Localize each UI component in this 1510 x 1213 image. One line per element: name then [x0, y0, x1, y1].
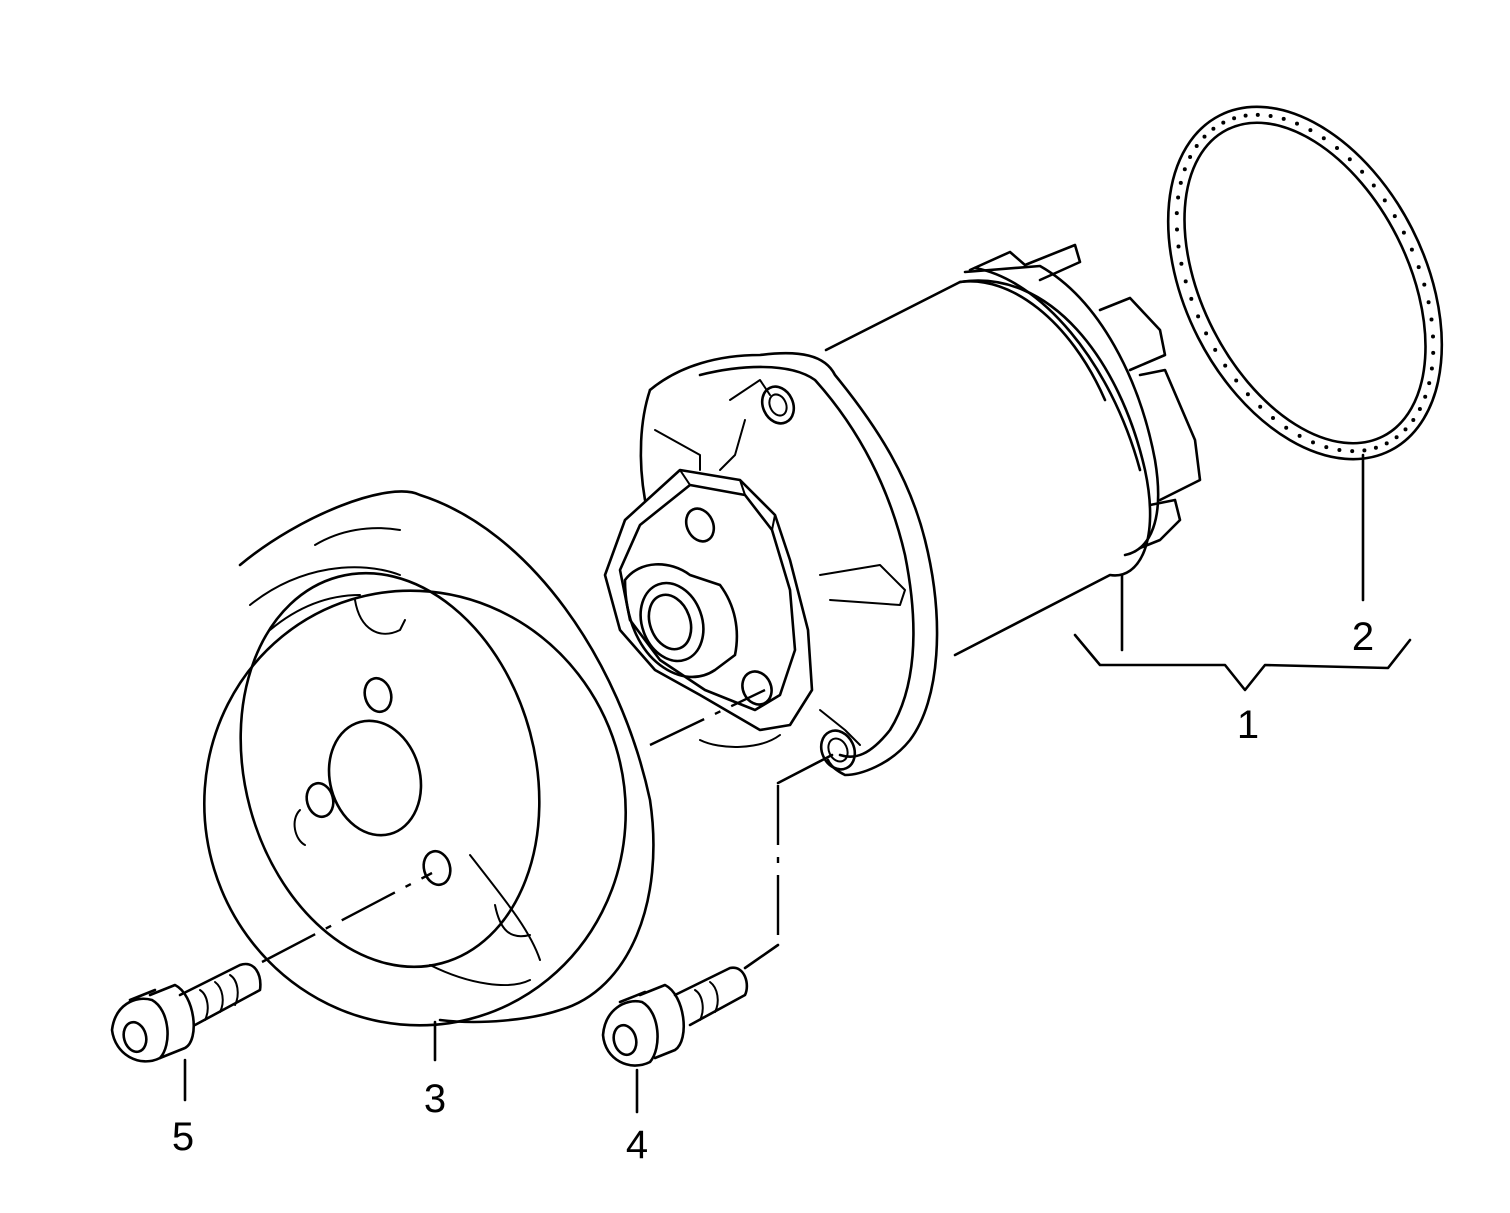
gasket-dot — [1183, 279, 1188, 284]
gasket-dot — [1311, 440, 1315, 445]
gasket-dot — [1189, 296, 1194, 301]
callout-4: 4 — [626, 1123, 648, 1167]
gasket-dot — [1175, 227, 1179, 232]
callout-labels: 1 2 3 4 5 — [172, 615, 1374, 1167]
gasket-dot — [1176, 195, 1181, 200]
gasket-ring[interactable] — [1113, 61, 1498, 505]
gasket-dot — [1194, 144, 1199, 148]
gasket-dot — [1384, 441, 1389, 446]
gasket-dot — [1347, 157, 1352, 162]
gasket-dot — [1221, 120, 1226, 125]
gasket-dot — [1204, 331, 1209, 336]
gasket-dot — [1337, 448, 1342, 452]
leader-lines — [183, 453, 1412, 1114]
gasket-dot — [1297, 433, 1302, 438]
gasket-dot — [1382, 198, 1387, 203]
gasket-dot — [1179, 261, 1184, 266]
gasket-dot — [1234, 378, 1239, 383]
gasket-dot — [1243, 113, 1248, 118]
gasket-dot — [1188, 155, 1193, 159]
gasket-dot — [1431, 350, 1436, 355]
gasket-dot — [1255, 112, 1260, 117]
gasket-dot — [1174, 211, 1179, 216]
bolt-4[interactable] — [601, 966, 749, 1067]
gasket-dot — [1416, 265, 1421, 270]
gasket-dot — [1178, 180, 1183, 185]
gasket-bolt-dots — [1174, 112, 1436, 454]
gasket-dot — [1213, 347, 1218, 352]
gasket-dot — [1284, 425, 1289, 430]
gasket-dot — [1394, 435, 1399, 440]
gasket-dot — [1295, 121, 1299, 126]
gasket-dot — [1417, 407, 1422, 411]
gasket-dot — [1403, 427, 1408, 432]
gasket-dot — [1409, 247, 1414, 252]
gasket-dot — [1232, 116, 1237, 121]
bolt-5[interactable] — [110, 962, 262, 1063]
gasket-dot — [1360, 169, 1365, 174]
assembly-axis-lines — [261, 688, 834, 970]
gasket-dot — [1271, 416, 1275, 420]
gasket-dot — [1401, 230, 1406, 235]
callout-1: 1 — [1237, 703, 1259, 747]
gasket-dot — [1245, 392, 1250, 397]
pulley[interactable] — [150, 490, 679, 1077]
gasket-dot — [1223, 363, 1228, 368]
gasket-dot — [1258, 404, 1263, 409]
gasket-dot — [1392, 214, 1397, 219]
gasket-dot — [1202, 134, 1207, 139]
water-pump-housing[interactable] — [603, 243, 1202, 777]
gasket-dot — [1324, 445, 1329, 450]
gasket-dot — [1211, 126, 1216, 131]
gasket-dot — [1371, 183, 1376, 188]
gasket-dot — [1268, 114, 1273, 118]
callout-3: 3 — [424, 1077, 446, 1121]
gasket-dot — [1426, 300, 1431, 305]
gasket-dot — [1429, 317, 1434, 322]
gasket-dot — [1431, 334, 1435, 339]
callout-2: 2 — [1352, 615, 1374, 659]
gasket-dot — [1422, 282, 1427, 287]
gasket-dot — [1308, 128, 1313, 133]
gasket-dot — [1429, 366, 1434, 371]
gasket-dot — [1176, 244, 1181, 249]
gasket-dot — [1335, 146, 1339, 150]
gasket-dot — [1321, 136, 1326, 141]
gasket-dot — [1281, 116, 1286, 121]
gasket-dot — [1182, 167, 1187, 172]
gasket-dot — [1362, 448, 1367, 453]
gasket-dot — [1411, 418, 1416, 422]
gasket-dot — [1196, 314, 1201, 319]
callout-5: 5 — [172, 1115, 194, 1159]
gasket-dot — [1350, 449, 1355, 454]
gasket-dot — [1373, 445, 1378, 450]
gasket-dot — [1427, 381, 1432, 386]
gasket-dot — [1423, 394, 1428, 399]
